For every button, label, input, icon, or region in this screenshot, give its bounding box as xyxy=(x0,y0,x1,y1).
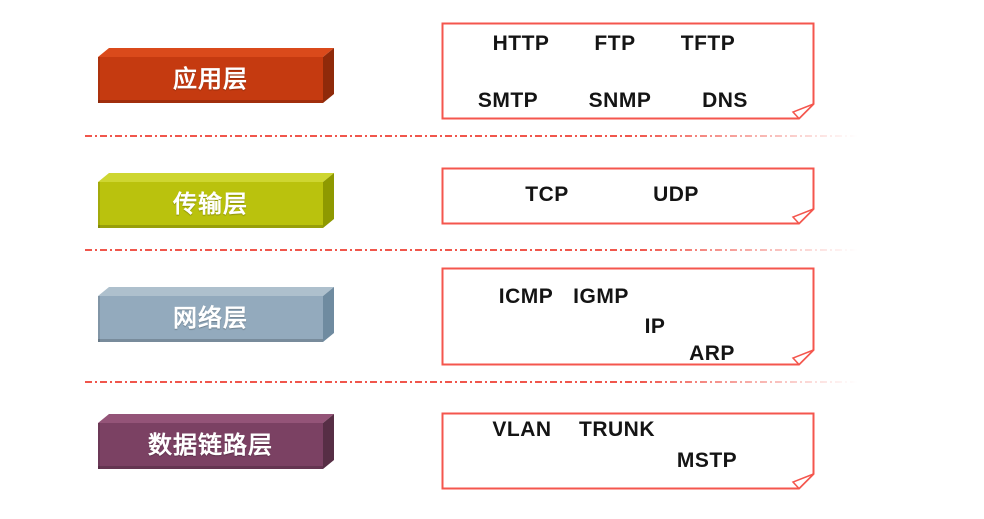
folded-corner-sheet xyxy=(441,267,815,366)
folded-corner-sheet xyxy=(441,22,815,120)
layer-divider xyxy=(85,249,873,251)
protocol-igmp: IGMP xyxy=(573,285,629,308)
layer-label-text: 传输层 xyxy=(173,191,248,218)
protocol-ftp: FTP xyxy=(594,32,636,55)
protocol-tftp: TFTP xyxy=(680,32,736,55)
layer-label-application: 应用层 xyxy=(98,48,334,103)
label-top-bevel xyxy=(98,48,334,57)
layer-label-datalink: 数据链路层 xyxy=(98,414,334,469)
page-curl-flap xyxy=(791,103,815,120)
layer-divider xyxy=(85,135,873,137)
protocol-smtp: SMTP xyxy=(477,89,539,112)
label-front-face xyxy=(98,57,323,103)
label-top-bevel xyxy=(98,414,334,423)
protocol-arp: ARP xyxy=(689,342,735,365)
label-front-face xyxy=(98,423,323,469)
protocol-mstp: MSTP xyxy=(676,449,738,472)
label-top-bevel xyxy=(98,173,334,182)
layer-label-text: 应用层 xyxy=(173,66,248,93)
label-side-bevel xyxy=(323,173,334,228)
protocol-vlan: VLAN xyxy=(492,418,552,441)
protocol-box-network: ICMP IGMP IP ARP xyxy=(441,267,815,366)
page-curl-flap xyxy=(791,473,815,490)
layer-divider xyxy=(85,381,873,383)
protocol-ip: IP xyxy=(644,315,666,338)
protocol-trunk: TRUNK xyxy=(579,418,655,441)
protocol-box-datalink: VLAN TRUNK MSTP xyxy=(441,412,815,490)
protocol-tcp: TCP xyxy=(525,183,569,206)
label-front-face xyxy=(98,182,323,228)
protocol-snmp: SNMP xyxy=(588,89,652,112)
label-side-bevel xyxy=(323,414,334,469)
layer-label-network: 网络层 xyxy=(98,287,334,342)
protocol-http: HTTP xyxy=(492,32,550,55)
protocol-udp: UDP xyxy=(653,183,699,206)
protocol-box-application: HTTP FTP TFTP SMTP SNMP DNS xyxy=(441,22,815,120)
label-side-bevel xyxy=(323,48,334,103)
page-curl-flap xyxy=(791,349,815,366)
layer-label-text: 数据链路层 xyxy=(148,432,273,459)
layer-label-transport: 传输层 xyxy=(98,173,334,228)
layer-label-text: 网络层 xyxy=(173,305,248,332)
folded-corner-sheet xyxy=(441,167,815,225)
protocol-dns: DNS xyxy=(702,89,748,112)
label-side-bevel xyxy=(323,287,334,342)
protocol-icmp: ICMP xyxy=(498,285,554,308)
protocol-box-transport: TCP UDP xyxy=(441,167,815,225)
label-top-bevel xyxy=(98,287,334,296)
label-front-face xyxy=(98,296,323,342)
page-curl-flap xyxy=(791,208,815,225)
folded-corner-sheet xyxy=(441,412,815,490)
